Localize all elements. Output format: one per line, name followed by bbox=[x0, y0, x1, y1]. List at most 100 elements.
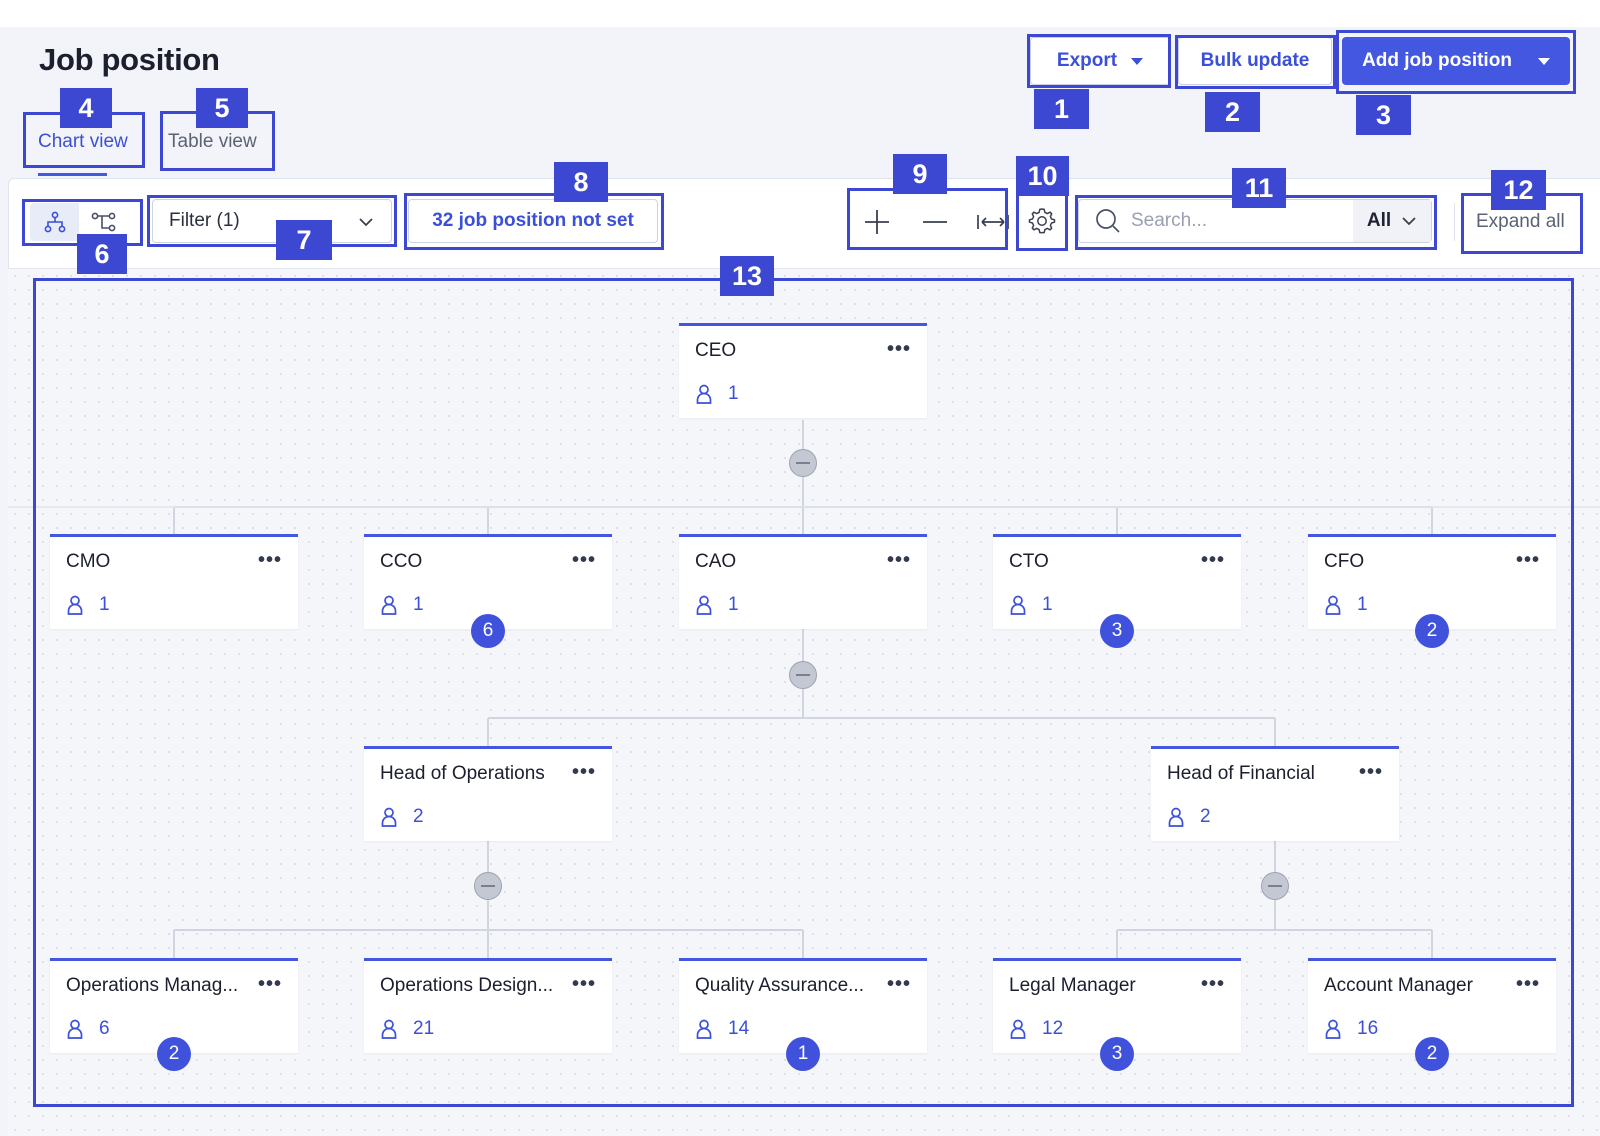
active-tab-indicator bbox=[38, 173, 107, 176]
employee-count: 21 bbox=[413, 1018, 435, 1039]
minus-icon bbox=[923, 221, 947, 223]
position-card-operations-designer[interactable]: Operations Design... ••• 21 bbox=[364, 958, 612, 1053]
org-tree-icon bbox=[44, 211, 65, 233]
child-count-badge-legal-manager[interactable]: 3 bbox=[1100, 1037, 1134, 1071]
child-count-badge-cco[interactable]: 6 bbox=[471, 614, 505, 648]
position-title: CFO bbox=[1324, 551, 1365, 572]
tab-table-view[interactable]: Table view bbox=[168, 131, 257, 152]
zoom-out-button[interactable] bbox=[906, 203, 964, 241]
position-title: CAO bbox=[695, 551, 737, 572]
toolbar-separator bbox=[1454, 203, 1455, 241]
more-options-icon[interactable]: ••• bbox=[886, 973, 911, 995]
tab-chart-view[interactable]: Chart view bbox=[38, 131, 128, 152]
child-count-badge-operations-manager[interactable]: 2 bbox=[157, 1037, 191, 1071]
more-options-icon[interactable]: ••• bbox=[886, 549, 911, 571]
person-icon bbox=[67, 1019, 83, 1039]
export-button[interactable]: Export bbox=[1030, 37, 1170, 85]
expand-all-button[interactable]: Expand all bbox=[1476, 211, 1565, 232]
more-options-icon[interactable]: ••• bbox=[1515, 549, 1540, 571]
export-label: Export bbox=[1056, 50, 1118, 71]
position-card-cfo[interactable]: CFO ••• 1 bbox=[1308, 534, 1556, 629]
branch-tree-view-button[interactable] bbox=[79, 203, 128, 241]
employee-count: 1 bbox=[99, 594, 110, 615]
person-icon bbox=[381, 595, 397, 615]
more-options-icon[interactable]: ••• bbox=[1515, 973, 1540, 995]
more-options-icon[interactable]: ••• bbox=[571, 549, 596, 571]
org-tree-view-button[interactable] bbox=[30, 203, 79, 241]
person-icon bbox=[696, 595, 712, 615]
more-options-icon[interactable]: ••• bbox=[257, 973, 282, 995]
settings-button[interactable] bbox=[1022, 201, 1062, 241]
chevron-down-icon bbox=[1537, 57, 1550, 65]
more-options-icon[interactable]: ••• bbox=[1200, 973, 1225, 995]
collapse-toggle-head-financial[interactable] bbox=[1261, 872, 1289, 900]
search-scope-value: All bbox=[1366, 210, 1392, 231]
minus-icon bbox=[796, 674, 810, 676]
not-set-label: 32 job position not set bbox=[432, 210, 634, 231]
search-box: All bbox=[1078, 199, 1432, 243]
filter-label: Filter (1) bbox=[169, 210, 240, 231]
employee-count: 1 bbox=[728, 383, 739, 404]
person-icon bbox=[1010, 1019, 1026, 1039]
zoom-in-button[interactable] bbox=[848, 203, 906, 241]
position-title: CTO bbox=[1009, 551, 1049, 572]
collapse-toggle-cao[interactable] bbox=[789, 661, 817, 689]
person-icon bbox=[696, 384, 712, 404]
employee-count: 6 bbox=[99, 1018, 110, 1039]
position-card-cmo[interactable]: CMO ••• 1 bbox=[50, 534, 298, 629]
position-title: CEO bbox=[695, 340, 737, 361]
child-count-badge-cfo[interactable]: 2 bbox=[1415, 614, 1449, 648]
collapse-toggle-head-operations[interactable] bbox=[474, 872, 502, 900]
person-icon bbox=[1325, 595, 1341, 615]
filter-dropdown[interactable]: Filter (1) bbox=[152, 199, 392, 243]
page-title: Job position bbox=[39, 42, 220, 77]
more-options-icon[interactable]: ••• bbox=[1200, 549, 1225, 571]
bulk-update-button[interactable]: Bulk update bbox=[1178, 37, 1332, 85]
employee-count: 2 bbox=[413, 806, 424, 827]
person-icon bbox=[381, 807, 397, 827]
child-count-badge-account-manager[interactable]: 2 bbox=[1415, 1037, 1449, 1071]
search-scope-select[interactable]: All bbox=[1353, 200, 1431, 242]
chevron-down-icon bbox=[1402, 217, 1416, 226]
position-card-cco[interactable]: CCO ••• 1 bbox=[364, 534, 612, 629]
add-job-position-button[interactable]: Add job position bbox=[1342, 37, 1570, 85]
gear-icon bbox=[1028, 208, 1056, 234]
position-card-cao[interactable]: CAO ••• 1 bbox=[679, 534, 927, 629]
view-mode-toggle bbox=[30, 203, 128, 241]
minus-icon bbox=[1268, 885, 1282, 887]
employee-count: 1 bbox=[413, 594, 424, 615]
toolbar-divider bbox=[8, 268, 1600, 269]
position-card-head-of-financial[interactable]: Head of Financial ••• 2 bbox=[1151, 746, 1399, 841]
minus-icon bbox=[481, 885, 495, 887]
chevron-down-icon bbox=[1131, 57, 1144, 65]
position-card-ceo[interactable]: CEO ••• 1 bbox=[679, 323, 927, 418]
person-icon bbox=[1010, 595, 1026, 615]
branch-tree-icon bbox=[91, 212, 115, 232]
add-job-position-label: Add job position bbox=[1362, 50, 1512, 71]
more-options-icon[interactable]: ••• bbox=[571, 973, 596, 995]
position-title: Legal Manager bbox=[1009, 975, 1136, 996]
search-input[interactable] bbox=[1131, 210, 1341, 232]
person-icon bbox=[67, 595, 83, 615]
job-position-not-set-button[interactable]: 32 job position not set bbox=[408, 199, 658, 243]
employee-count: 1 bbox=[1042, 594, 1053, 615]
more-options-icon[interactable]: ••• bbox=[257, 549, 282, 571]
employee-count: 14 bbox=[728, 1018, 750, 1039]
employee-count: 16 bbox=[1357, 1018, 1379, 1039]
person-icon bbox=[1168, 807, 1184, 827]
chevron-down-icon bbox=[359, 218, 373, 227]
connector-level2 bbox=[487, 628, 1276, 746]
more-options-icon[interactable]: ••• bbox=[886, 338, 911, 360]
more-options-icon[interactable]: ••• bbox=[571, 761, 596, 783]
position-title: Head of Operations bbox=[380, 763, 545, 784]
child-count-badge-quality-assurance[interactable]: 1 bbox=[786, 1037, 820, 1071]
position-title: Quality Assurance... bbox=[695, 975, 864, 996]
child-count-badge-cto[interactable]: 3 bbox=[1100, 614, 1134, 648]
collapse-toggle-ceo[interactable] bbox=[789, 449, 817, 477]
more-options-icon[interactable]: ••• bbox=[1358, 761, 1383, 783]
position-card-cto[interactable]: CTO ••• 1 bbox=[993, 534, 1241, 629]
position-card-head-of-operations[interactable]: Head of Operations ••• 2 bbox=[364, 746, 612, 841]
position-title: Account Manager bbox=[1324, 975, 1473, 996]
fit-width-button[interactable] bbox=[964, 203, 1022, 241]
zoom-controls bbox=[848, 203, 1022, 241]
